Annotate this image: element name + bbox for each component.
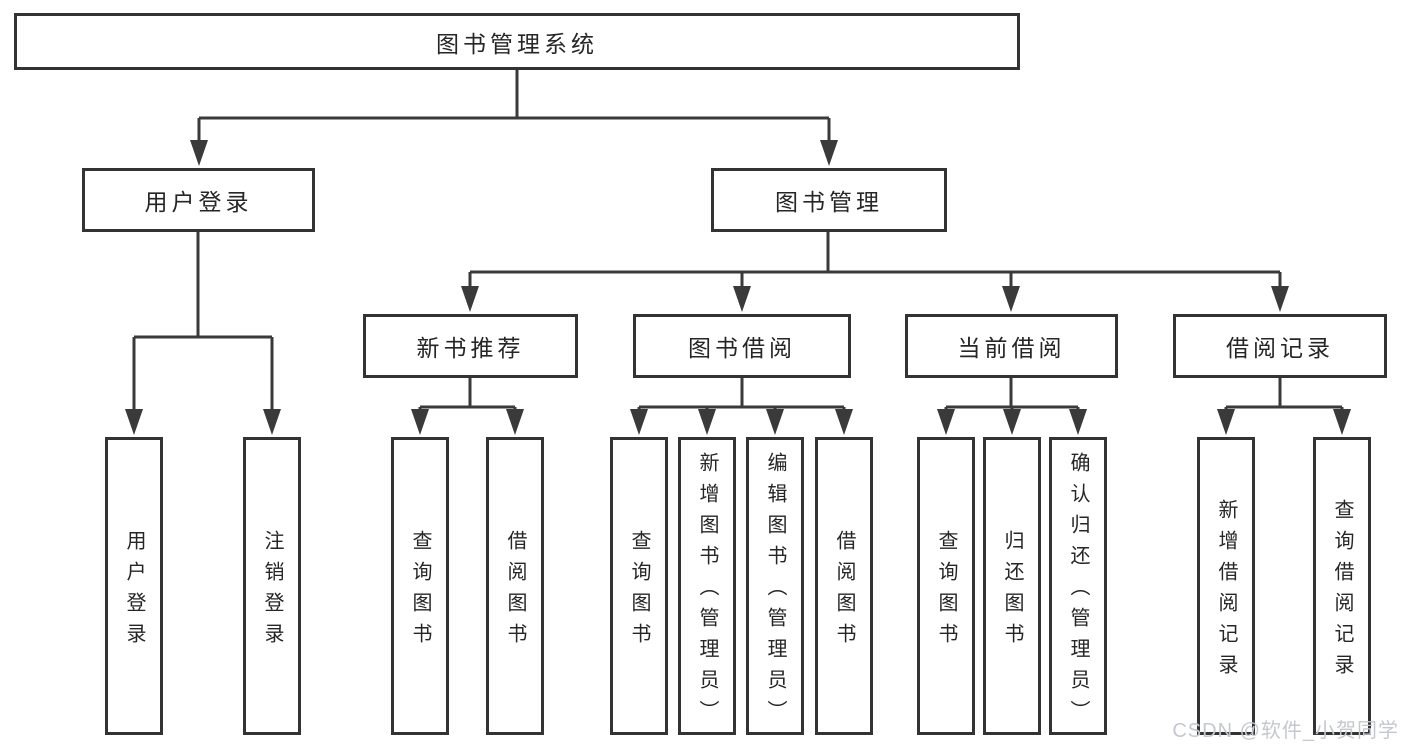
node-book-management: 图书管理 — [711, 168, 947, 232]
leaf-label: 借阅图书 — [833, 529, 855, 654]
leaf-label: 新增借阅记录 — [1215, 498, 1237, 685]
node-borrow-records: 借阅记录 — [1173, 314, 1387, 378]
node-root-system: 图书管理系统 — [14, 13, 1020, 70]
leaf-label: 查询借阅记录 — [1331, 498, 1353, 685]
node-new-book-recommend: 新书推荐 — [363, 314, 578, 378]
node-user-login: 用户登录 — [82, 168, 315, 232]
leaf-label: 查询图书 — [628, 529, 650, 654]
leaf-query-books-recommend: 查询图书 — [391, 437, 449, 735]
leaf-confirm-return-admin: 确认归还（管理员） — [1049, 437, 1107, 735]
leaf-label: 编辑图书（管理员） — [764, 452, 786, 731]
leaf-return-books: 归还图书 — [983, 437, 1041, 735]
leaf-label: 确认归还（管理员） — [1067, 452, 1089, 731]
leaf-query-books-current: 查询图书 — [917, 437, 975, 735]
leaf-logout: 注销登录 — [243, 437, 301, 735]
node-current-borrow: 当前借阅 — [905, 314, 1118, 378]
leaf-label: 注销登录 — [261, 529, 283, 654]
leaf-borrow-books-recommend: 借阅图书 — [486, 437, 544, 735]
leaf-query-borrow-record: 查询借阅记录 — [1313, 437, 1371, 735]
leaf-edit-books-admin: 编辑图书（管理员） — [746, 437, 804, 735]
leaf-user-login: 用户登录 — [105, 437, 163, 735]
node-book-borrow: 图书借阅 — [633, 314, 851, 378]
leaf-label: 新增图书（管理员） — [696, 452, 718, 731]
leaf-label: 查询图书 — [409, 529, 431, 654]
leaf-label: 借阅图书 — [504, 529, 526, 654]
csdn-watermark: CSDN @软件_小贺同学 — [1172, 720, 1399, 742]
leaf-borrow-books: 借阅图书 — [815, 437, 873, 735]
leaf-label: 用户登录 — [123, 529, 145, 654]
leaf-query-books-borrow: 查询图书 — [610, 437, 668, 735]
leaf-label: 查询图书 — [935, 529, 957, 654]
leaf-add-books-admin: 新增图书（管理员） — [678, 437, 736, 735]
leaf-add-borrow-record: 新增借阅记录 — [1197, 437, 1255, 735]
leaf-label: 归还图书 — [1001, 529, 1023, 654]
